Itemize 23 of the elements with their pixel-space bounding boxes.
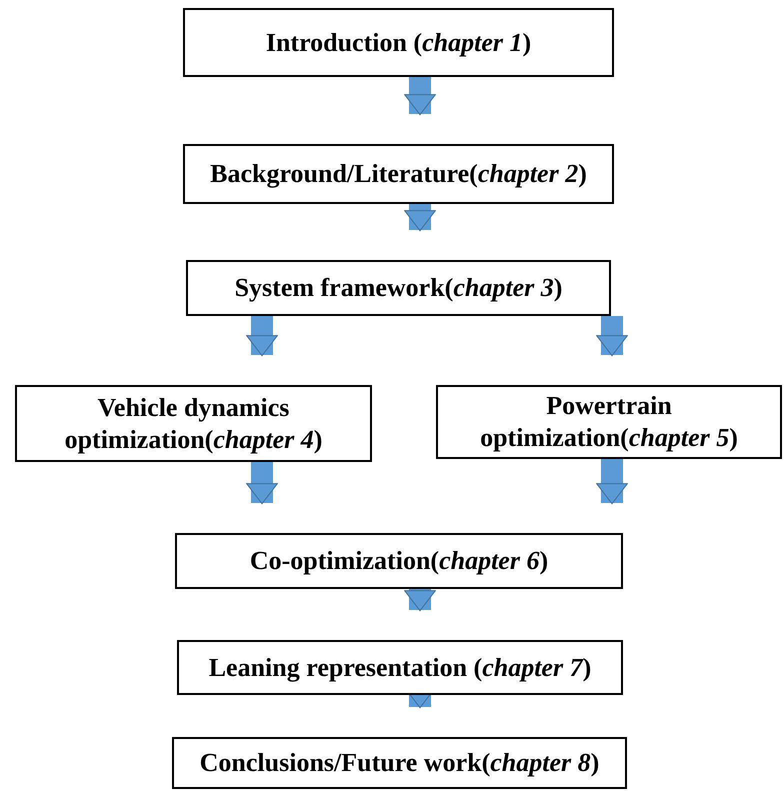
chapter-box <box>186 260 611 316</box>
chapter-title: Background/Literature(chapter 2) <box>210 158 587 190</box>
block-arrow <box>596 316 628 356</box>
chapter-box <box>177 640 623 695</box>
chapter-box <box>183 144 614 204</box>
chapter-box <box>183 8 614 77</box>
block-arrow <box>404 77 436 116</box>
block-arrow <box>246 316 278 356</box>
chapter-box <box>175 533 623 589</box>
chapter-title: Introduction (chapter 1) <box>266 26 532 58</box>
chapter-box <box>172 737 627 789</box>
chapter-title: Vehicle dynamics optimization(chapter 4) <box>64 392 324 456</box>
block-arrow <box>596 459 628 504</box>
chapter-title: Conclusions/Future work(chapter 8) <box>200 747 600 779</box>
chapter-title: System framework(chapter 3) <box>234 272 562 304</box>
chapter-title: Co-optimization(chapter 6) <box>250 545 548 577</box>
chapter-box <box>15 385 372 462</box>
chapter-box <box>436 385 782 459</box>
chapter-title: Powertrain optimization(chapter 5) <box>479 390 739 454</box>
block-arrow <box>404 204 436 232</box>
block-arrow <box>246 462 278 504</box>
block-arrow <box>404 589 436 612</box>
chapter-title: Leaning representation (chapter 7) <box>208 652 592 684</box>
